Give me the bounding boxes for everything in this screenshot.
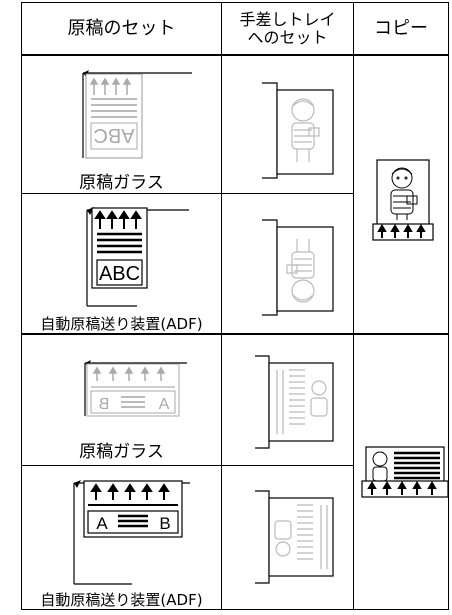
caption-document-glass: 原稿ガラス: [79, 173, 164, 193]
bypass-tray-portrait-1: [262, 82, 334, 179]
copy-landscape-result: [361, 446, 449, 498]
caption-document-glass-2: 原稿ガラス: [79, 442, 164, 462]
row-divider: [22, 465, 354, 466]
adf-portrait-illustration: ABC: [86, 207, 189, 307]
column-divider: [221, 3, 222, 609]
a-text: A: [96, 514, 108, 533]
group-divider: [22, 333, 448, 335]
header-original-setting: 原稿のセット: [67, 17, 176, 39]
instruction-table: 原稿のセット 手差しトレイ へのセット コピー ABC 原稿ガ: [21, 2, 449, 610]
mirrored-abc-text: ABC: [93, 124, 134, 146]
header-divider: [22, 54, 448, 56]
abc-text: ABC: [99, 263, 140, 285]
bypass-tray-landscape-1: [255, 355, 334, 449]
caption-adf-2: 自動原稿送り装置(ADF): [40, 591, 203, 609]
b-text: B: [159, 514, 170, 533]
bypass-tray-landscape-2: [255, 490, 334, 584]
column-divider: [353, 3, 354, 609]
header-bypass-tray: 手差しトレイ へのセット: [222, 3, 353, 54]
adf-landscape-illustration: A B: [73, 480, 190, 585]
glass-portrait-illustration: ABC: [82, 70, 192, 159]
glass-landscape-illustration: B A: [84, 360, 187, 417]
header-copy: コピー: [374, 17, 428, 39]
mirrored-b-text: B: [99, 396, 110, 413]
row-divider: [22, 193, 354, 194]
header-bypass-tray-line2: へのセット: [247, 27, 328, 47]
copy-portrait-result: [372, 159, 434, 241]
mirrored-a-text: A: [158, 396, 169, 413]
header-bypass-tray-line1: 手差しトレイ: [239, 9, 336, 29]
caption-adf: 自動原稿送り装置(ADF): [40, 315, 203, 333]
bypass-tray-portrait-2: [262, 219, 334, 316]
